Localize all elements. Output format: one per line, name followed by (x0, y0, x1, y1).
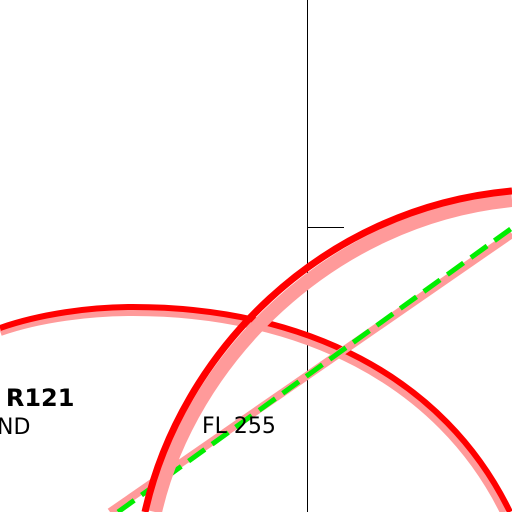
airspace-limit-label: ND (0, 415, 30, 440)
restricted-area-boundary-halo (0, 305, 510, 512)
flight-level-label: FL 255 (202, 414, 276, 439)
route-centerline-dashes (116, 225, 512, 512)
airspace-name-label: R R121 (0, 384, 74, 412)
restricted-area-boundary[interactable] (0, 303, 512, 512)
airspace-boundary[interactable] (141, 187, 512, 512)
airspace-boundary-halo (148, 193, 512, 512)
